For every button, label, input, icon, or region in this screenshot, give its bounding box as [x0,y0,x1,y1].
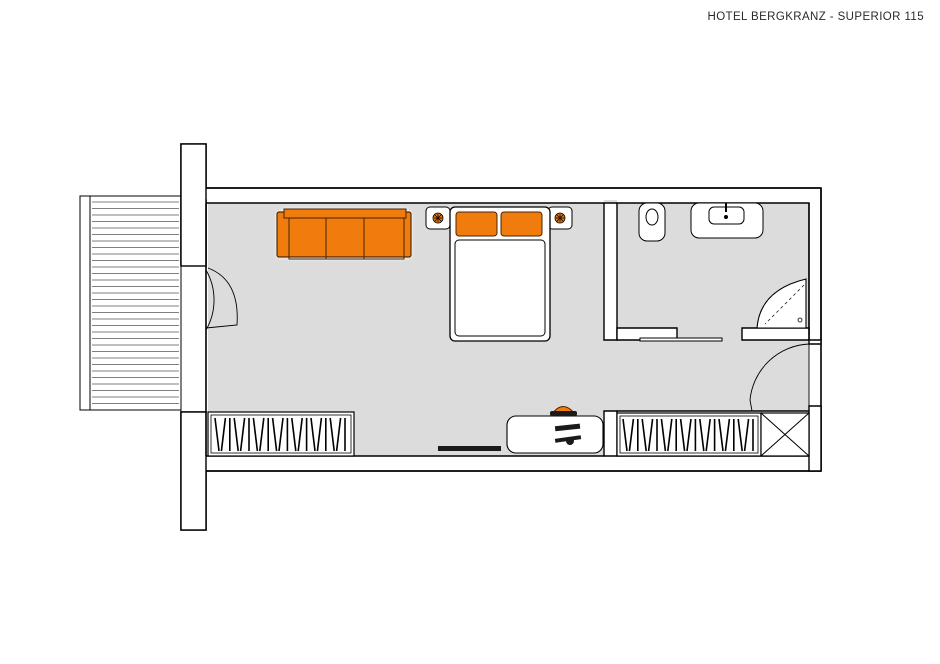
corridor-floor [604,335,809,411]
balcony-icon [79,195,182,411]
bed-icon [449,206,551,342]
sliding-door [639,337,723,342]
shower-icon [756,278,807,329]
toilet-icon [638,202,666,242]
pillow-icon [455,211,498,237]
tv-icon [438,446,501,451]
sofa-icon [276,208,412,260]
wardrobe-icon [616,412,810,457]
chair-icon [550,406,577,416]
desk-icon [506,415,604,454]
door-swing-icon [749,343,810,412]
plan-title: HOTEL BERGKRANZ - SUPERIOR 115 [707,11,924,23]
wardrobe-icon [207,411,355,457]
sink-icon [690,202,764,239]
lamp-icon [547,206,573,230]
lamp-icon [425,206,451,230]
pillow-icon [500,211,543,237]
balcony-door-swing-icon [180,266,238,412]
